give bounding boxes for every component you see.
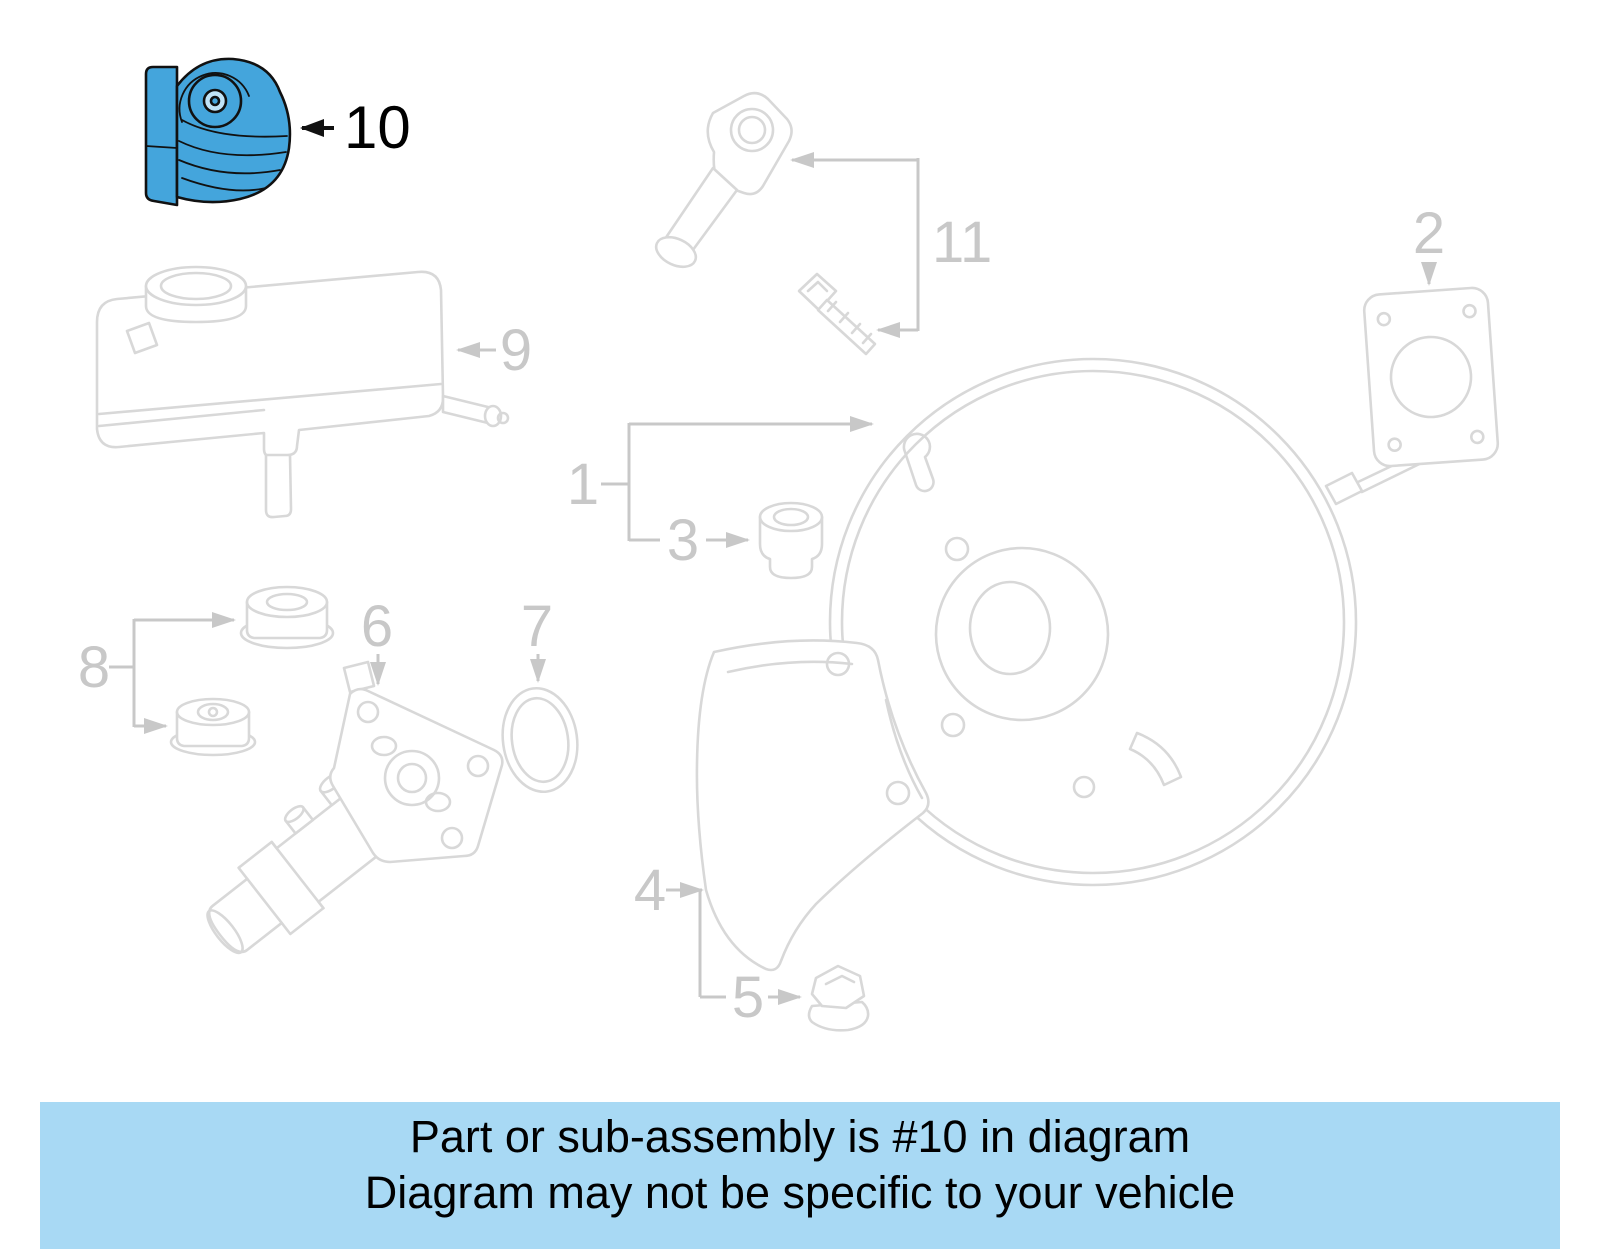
reservoir-bottom-tab: [264, 453, 293, 519]
part-sensor-bracket: [654, 91, 793, 269]
callout-6-label: 6: [361, 594, 393, 659]
part-reservoir: [95, 265, 510, 519]
callout-labels: 1 2 3 4 5 6 7 8 9 11: [78, 201, 1445, 1030]
booster-hub: [934, 546, 1110, 722]
part-nut: [807, 964, 870, 1032]
part-mounting-plate: [695, 639, 930, 972]
part-bolt: [797, 272, 877, 356]
callout-8-label: 8: [78, 635, 110, 700]
part-reservoir-caps: [169, 585, 335, 757]
callout-7-label: 7: [521, 594, 553, 659]
booster-keyhole-slot: [902, 432, 935, 493]
callout-9-label: 9: [500, 318, 532, 383]
bolt-shaft: [816, 298, 877, 356]
info-banner-background: [40, 1102, 1560, 1249]
callout-10-label: 10: [344, 94, 411, 161]
part-master-cylinder: [206, 660, 504, 955]
callout-5-label: 5: [732, 965, 764, 1030]
pump-bracket-tab: [144, 65, 179, 207]
master-cylinder-tab: [342, 660, 376, 694]
part-vacuum-pump-highlighted: [144, 57, 292, 207]
info-banner: Part or sub-assembly is #10 in diagram D…: [40, 1102, 1560, 1249]
master-cylinder-flange: [328, 687, 504, 864]
part-gasket: [1362, 286, 1500, 468]
callout-3-label: 3: [667, 508, 699, 573]
banner-line-2: Diagram may not be specific to your vehi…: [365, 1167, 1235, 1218]
callout-2-label: 2: [1413, 201, 1445, 266]
banner-line-1: Part or sub-assembly is #10 in diagram: [410, 1111, 1190, 1162]
part-o-ring: [501, 686, 579, 794]
callout-4-label: 4: [634, 858, 666, 923]
part-brake-booster: [828, 357, 1468, 887]
part-grommet: [758, 501, 824, 580]
booster-slot: [1128, 731, 1183, 787]
callout-1-label: 1: [567, 452, 599, 517]
callout-11-label: 11: [932, 210, 992, 275]
callout-leaders: [109, 152, 1437, 1005]
callout-10: 10: [300, 94, 411, 161]
